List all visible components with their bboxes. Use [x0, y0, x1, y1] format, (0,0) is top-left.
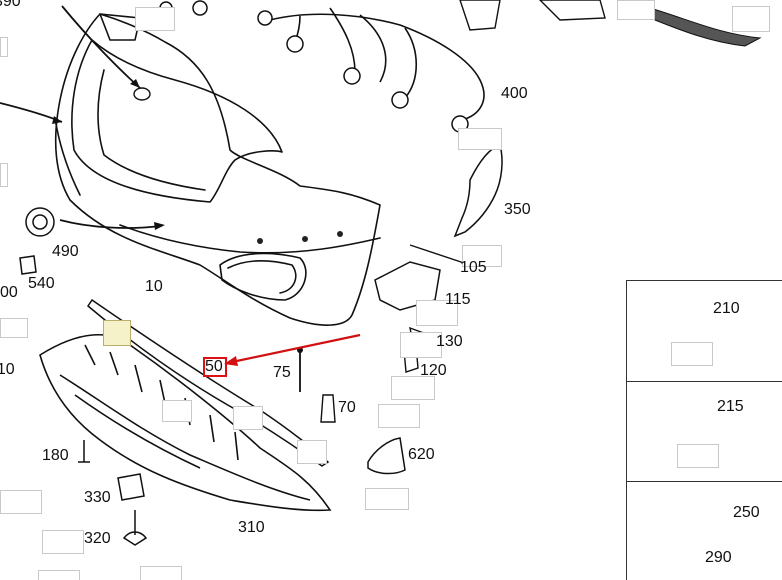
- parking-sensors: [159, 0, 469, 133]
- callout-50-highlight: [203, 357, 227, 377]
- callout-180: 180: [42, 447, 69, 464]
- inset-label-215: 215: [717, 398, 744, 415]
- ref-box: [38, 570, 80, 580]
- callout-400: 400: [501, 85, 528, 102]
- ref-box: [400, 332, 442, 358]
- trim-strip-50: [87, 298, 330, 467]
- ref-box: [391, 376, 435, 400]
- callout-350: 350: [504, 201, 531, 218]
- callout-310: 310: [238, 519, 265, 536]
- callout-105: 105: [460, 259, 487, 276]
- ref-box: [297, 440, 327, 464]
- ref-box: [140, 566, 182, 580]
- ref-box: [416, 300, 458, 326]
- ref-box: [42, 530, 84, 554]
- ref-box: [677, 444, 719, 468]
- lower-grille-310: [39, 333, 332, 512]
- ref-box: [365, 488, 409, 510]
- ref-box-highlighted: [103, 320, 131, 346]
- inset-label-290: 290: [705, 549, 732, 566]
- ref-box: [135, 7, 175, 31]
- ref-box: [617, 0, 655, 20]
- inset-cell-210: [627, 281, 782, 382]
- inset-label-250: 250: [733, 504, 760, 521]
- callout-00: 00: [0, 284, 18, 301]
- callout-320: 320: [84, 530, 111, 547]
- callout-620: 620: [408, 446, 435, 463]
- callout-130: 130: [436, 333, 463, 350]
- ref-box: [233, 406, 263, 430]
- callout-390: 390: [0, 0, 21, 10]
- callout-120: 120: [420, 362, 447, 379]
- inset-label-210: 210: [713, 300, 740, 317]
- ref-box: [0, 318, 28, 338]
- wiring-harness: [269, 13, 485, 121]
- callout-50: 50: [205, 358, 223, 375]
- ref-box: [162, 400, 192, 422]
- callout-490: 490: [52, 243, 79, 260]
- ref-box: [671, 342, 713, 366]
- ref-box: [732, 6, 770, 32]
- grille-opening: [71, 39, 283, 203]
- ref-box: [378, 404, 420, 428]
- callout-70: 70: [338, 399, 356, 416]
- ref-box: [0, 37, 8, 57]
- ref-box: [458, 128, 502, 150]
- ref-box: [0, 163, 8, 187]
- fog-lamp-opening: [219, 252, 307, 301]
- bracket-350: [453, 144, 503, 238]
- callout-10: 10: [145, 278, 163, 295]
- callout-540: 540: [28, 275, 55, 292]
- callout-210-left: 210: [0, 361, 15, 378]
- variant-inset-panel: [626, 280, 782, 580]
- ref-box: [462, 245, 502, 267]
- callout-115: 115: [445, 291, 471, 308]
- callout-75: 75: [273, 364, 291, 381]
- inset-cell-215: [627, 381, 782, 482]
- ref-box: [0, 490, 42, 514]
- callout-330: 330: [84, 489, 111, 506]
- bumper-cover: [54, 13, 381, 326]
